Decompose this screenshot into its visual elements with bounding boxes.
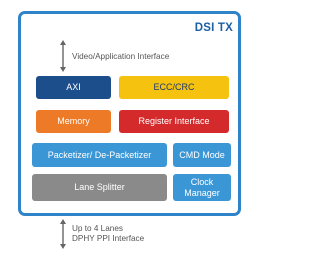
axi-block: AXI bbox=[36, 76, 111, 99]
packetizer-block: Packetizer/ De-Packetizer bbox=[32, 143, 167, 167]
top-interface-label: Video/Application Interface bbox=[72, 52, 170, 61]
bottom-interface-label-line2: DPHY PPI Interface bbox=[72, 234, 145, 243]
clock-manager-block: Clock Manager bbox=[173, 174, 231, 201]
clock-manager-label-line1: Clock bbox=[190, 177, 214, 188]
bottom-interface-arrow-icon bbox=[60, 219, 66, 249]
lane-splitter-block: Lane Splitter bbox=[32, 174, 167, 201]
memory-block: Memory bbox=[36, 110, 111, 133]
diagram-title: DSI TX bbox=[194, 22, 233, 34]
top-interface-arrow-icon bbox=[60, 40, 66, 72]
cmd-mode-block: CMD Mode bbox=[173, 143, 231, 167]
clock-manager-label-line2: Manager bbox=[184, 187, 220, 198]
register-interface-block: Register Interface bbox=[119, 110, 229, 133]
ecc-crc-block: ECC/CRC bbox=[119, 76, 229, 99]
bottom-interface-label-line1: Up to 4 Lanes bbox=[72, 224, 123, 233]
